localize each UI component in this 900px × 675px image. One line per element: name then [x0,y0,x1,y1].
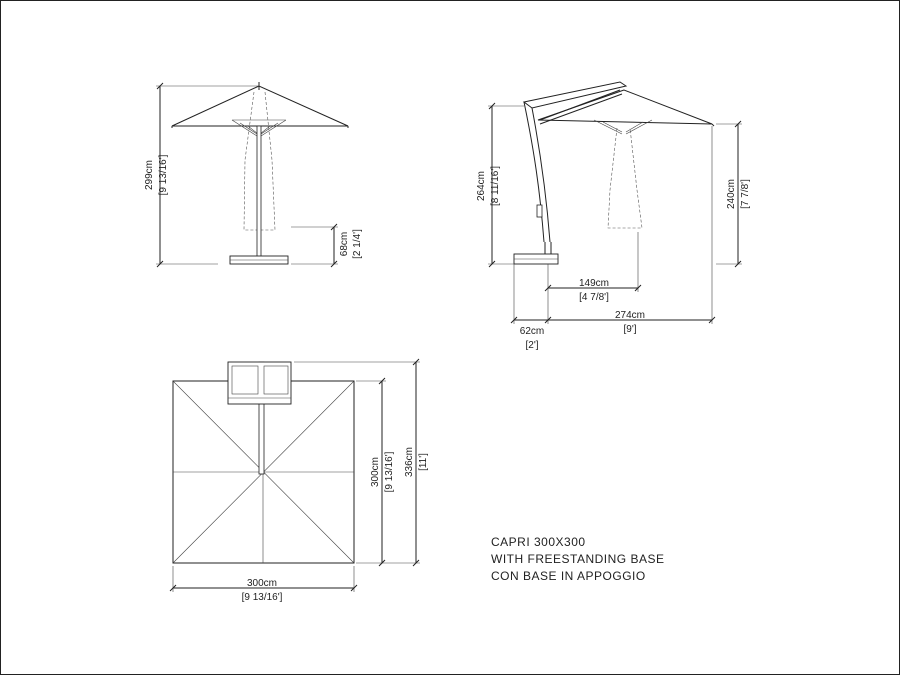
side-height-cm: 264cm [476,171,487,201]
plan-depth-in: [9 13/16'] [384,451,395,492]
side-canopy [537,89,713,125]
plan-total-dimension: 336cm [11'] [294,358,429,567]
side-canopy-cm: 240cm [726,179,737,209]
side-canopy-in: [7 7/8'] [740,179,751,209]
front-ribs [231,119,287,137]
side-elevation-view: 264cm [8 11/16'] 240cm [7 7/8'] 149cm [4… [476,81,751,351]
front-base-dimension: 68cm [2 1/4'] [291,223,363,268]
front-height-cm: 299cm [144,160,155,190]
side-span-cm: 274cm [615,310,645,321]
side-canopy-dimension: 240cm [7 7/8'] [716,120,751,268]
side-offset-dimension: 149cm [4 7/8'] [544,278,642,303]
side-cantilever-arm [522,81,628,109]
front-pole [256,125,262,259]
drawing-caption: CAPRI 300X300 WITH FREESTANDING BASE CON… [491,535,664,583]
side-span-dimension: 274cm [9'] [510,310,716,335]
plan-width-in: [9 13/16'] [242,592,283,603]
caption-line-1: CAPRI 300X300 [491,535,586,549]
plan-total-in: [11'] [418,453,429,471]
side-crank-handle [536,204,543,218]
front-height-in: [9 13/16'] [158,154,169,195]
side-offset-in: [4 7/8'] [579,292,609,303]
front-height-dimension: 299cm [9 13/16'] [144,82,259,268]
side-offset-cm: 149cm [579,278,609,289]
front-folded-canopy [243,91,276,231]
plan-depth-cm: 300cm [370,457,381,487]
side-base-cm: 62cm [520,326,544,337]
plan-total-cm: 336cm [404,447,415,477]
front-elevation-view: 299cm [9 13/16'] 68cm [2 1/4'] [144,82,363,268]
plan-width-dimension: 300cm [9 13/16'] [169,566,358,603]
plan-depth-dimension: 300cm [9 13/16'] [356,377,420,567]
plan-width-cm: 300cm [247,578,277,589]
side-height-dimension: 264cm [8 11/16'] [476,102,524,268]
front-base-cm: 68cm [339,232,350,256]
plan-base [227,361,292,405]
side-curved-mast [523,101,545,243]
caption-line-3: CON BASE IN APPOGGIO [491,569,646,583]
side-folded-canopy [607,127,643,229]
side-height-in: [8 11/16'] [490,166,501,206]
side-base-in: [2'] [525,340,538,351]
front-base-in: [2 1/4'] [352,229,363,259]
side-base-dimension: 62cm [2'] [520,326,544,351]
plan-view: 300cm [9 13/16'] 336cm [11'] 300cm [9 13… [169,358,429,603]
caption-line-2: WITH FREESTANDING BASE [491,552,664,566]
side-span-in: [9'] [623,324,636,335]
